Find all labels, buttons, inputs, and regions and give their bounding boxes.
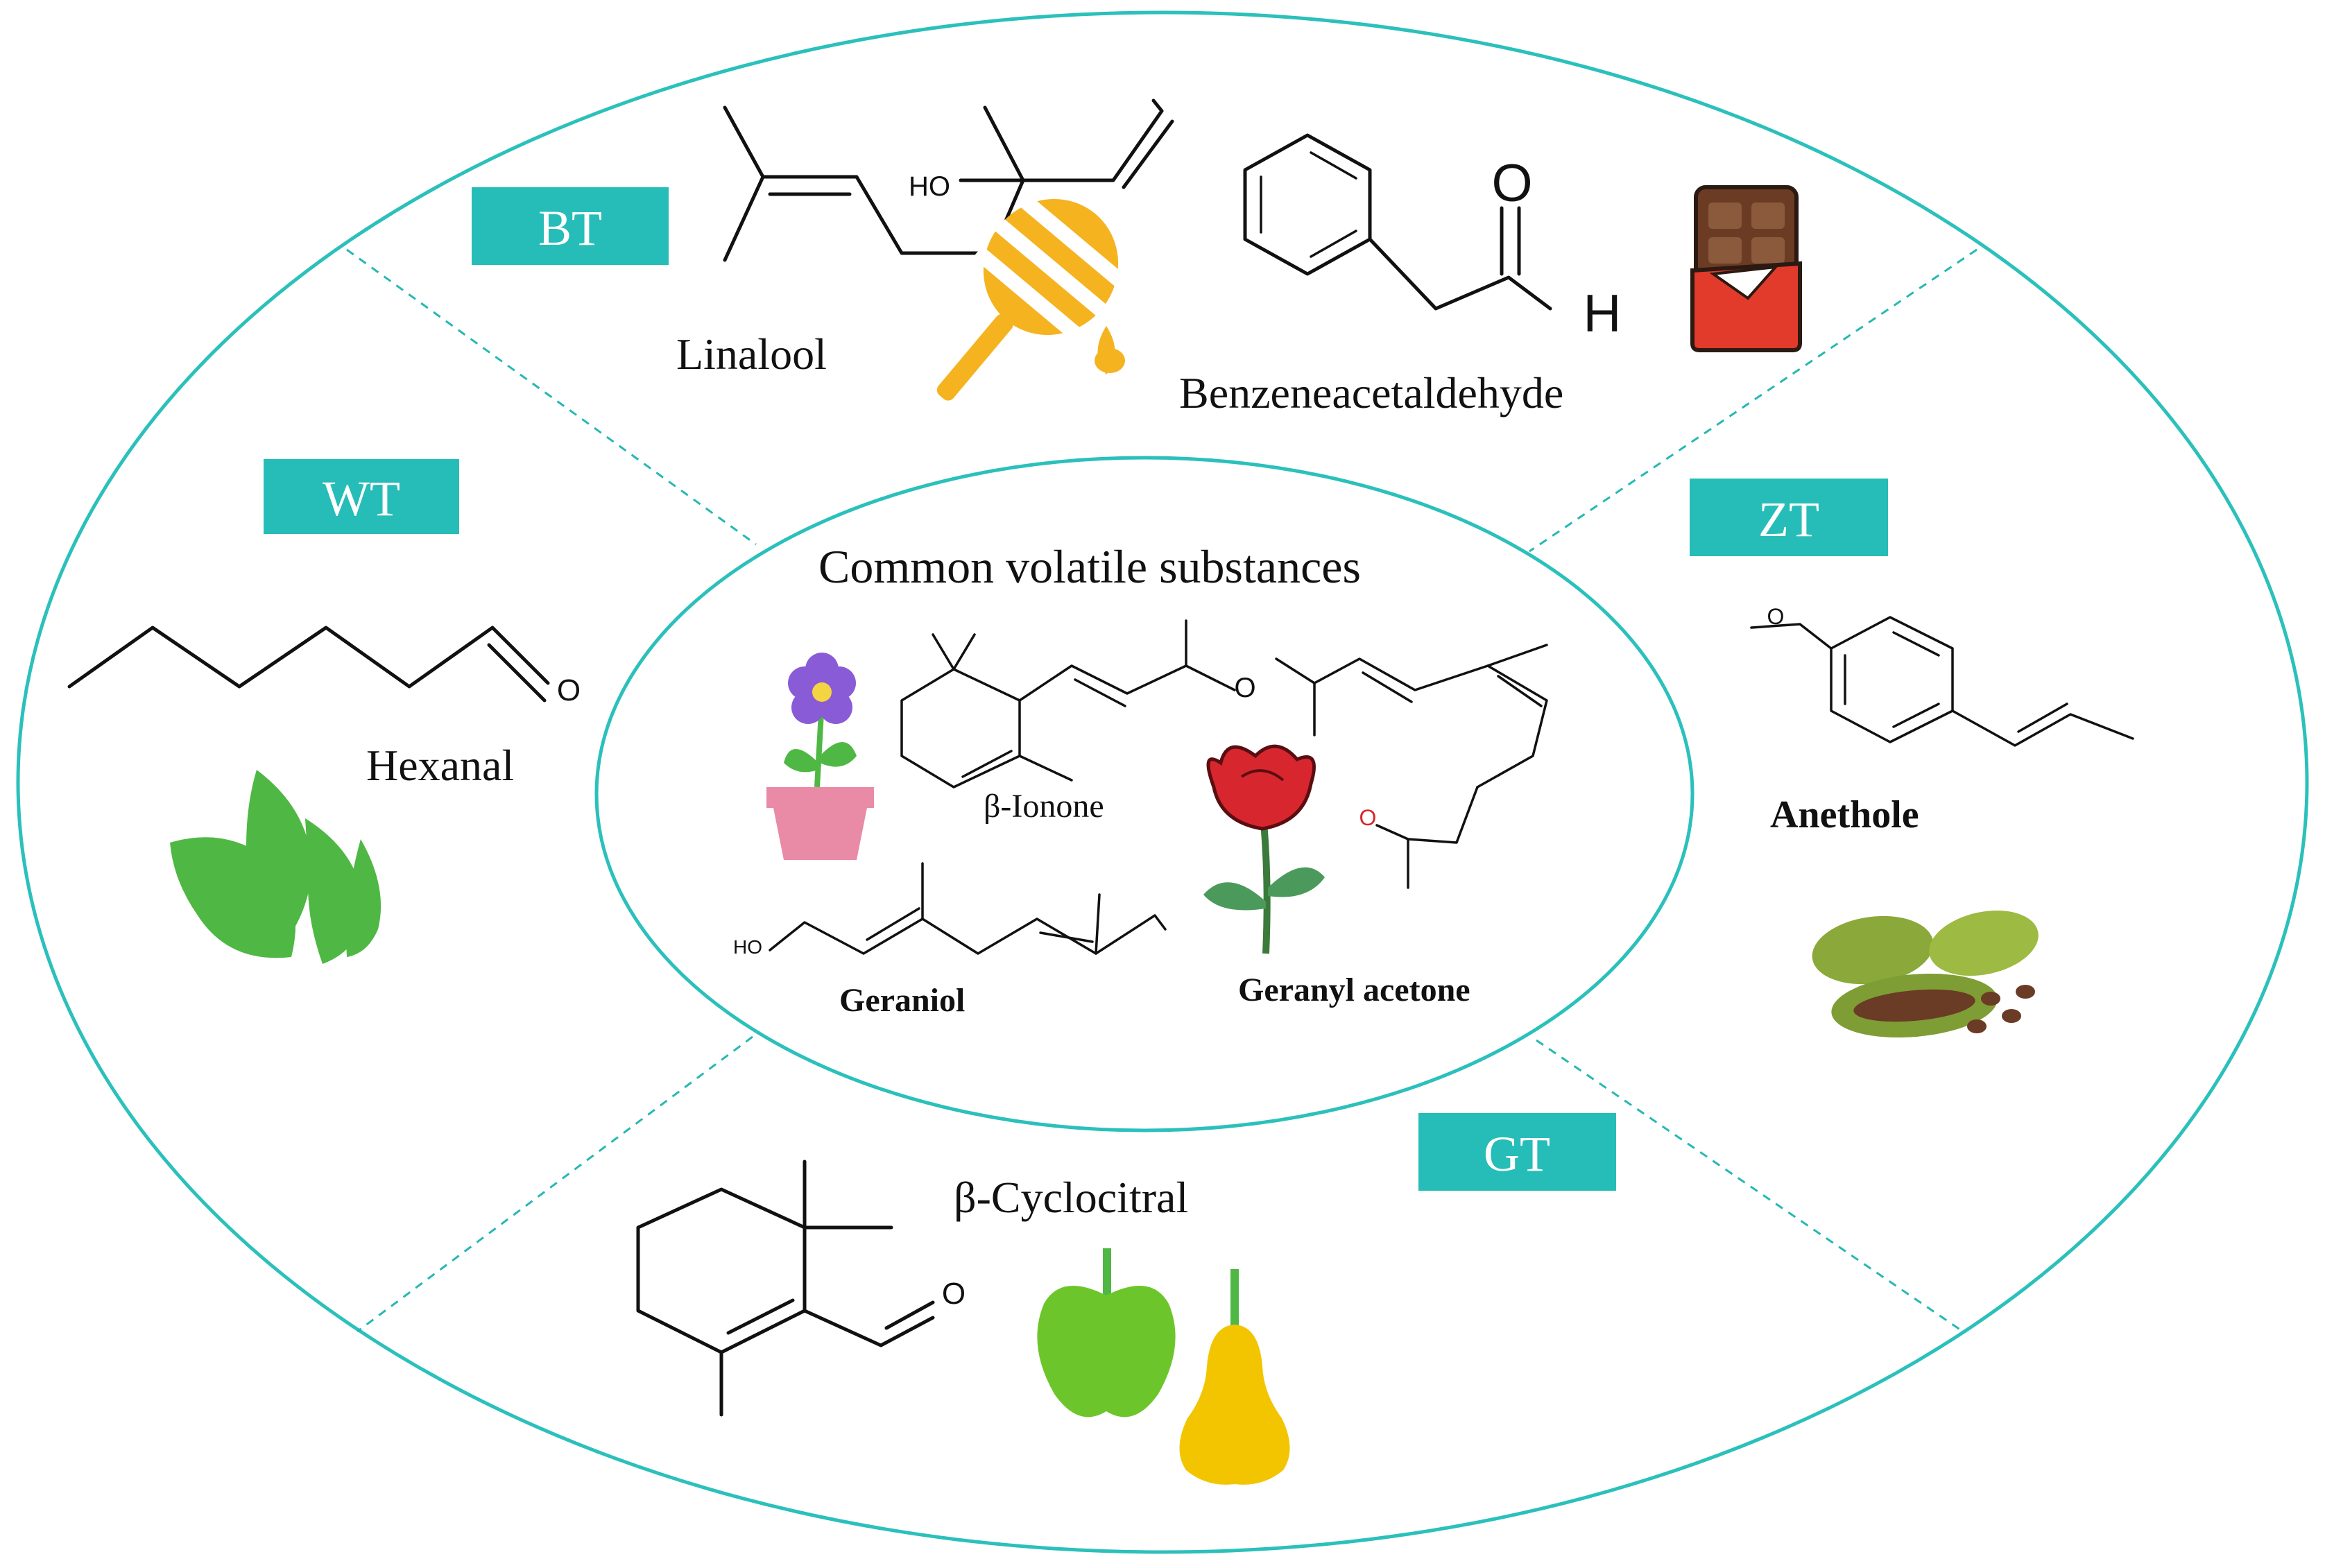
bt-tag: BT	[472, 187, 669, 265]
anethole-label: Anethole	[1770, 793, 1919, 836]
chocolate-bar-icon	[1690, 185, 1802, 352]
benzeneacetaldehyde-structure: O H	[1243, 133, 1622, 343]
linalool-label: Linalool	[676, 329, 827, 379]
red-rose-icon	[1203, 744, 1325, 954]
wt-tag: WT	[264, 459, 459, 534]
geranyl-acetone-label: Geranyl acetone	[1238, 972, 1470, 1008]
inner-ellipse	[594, 456, 1695, 1132]
anethole-oxygen-label: O	[1767, 604, 1785, 629]
green-leaves-icon	[170, 770, 381, 964]
gt-tag: GT	[1418, 1113, 1616, 1191]
sector-dividers	[346, 248, 1977, 1333]
violet-flower-pot-icon	[766, 653, 874, 860]
geraniol-label: Geraniol	[839, 982, 965, 1019]
hexanal-label: Hexanal	[366, 741, 514, 790]
aldehyde-oxygen-label: O	[1491, 154, 1532, 213]
beta-cyclocitral-label: β-Cyclocitral	[954, 1173, 1188, 1222]
zt-tag-label: ZT	[1758, 492, 1819, 547]
cyclocitral-oxygen-label: O	[942, 1277, 966, 1311]
apple-icon	[1037, 1248, 1176, 1418]
beta-ionone-structure: O	[900, 619, 1256, 789]
geranyl-acetone-structure: O	[1275, 644, 1548, 889]
geranyl-acetone-oxygen-label: O	[1359, 805, 1377, 830]
aldehyde-hydrogen-label: H	[1584, 284, 1622, 343]
geraniol-structure: HO	[733, 862, 1167, 958]
outer-ellipse	[16, 10, 2309, 1554]
benzeneacetaldehyde-label: Benzeneacetaldehyde	[1179, 368, 1563, 417]
honey-dipper-icon	[936, 192, 1129, 401]
ionone-oxygen-label: O	[1234, 673, 1255, 703]
cardamom-pods-icon	[1812, 910, 2039, 1038]
center-title: Common volatile substances	[818, 540, 1361, 593]
bt-tag-label: BT	[538, 200, 602, 256]
wt-tag-label: WT	[323, 471, 400, 526]
gt-tag-label: GT	[1484, 1126, 1550, 1182]
linalool-hydroxyl-label: HO	[909, 171, 950, 202]
beta-cyclocitral-structure: O	[636, 1160, 966, 1417]
anethole-structure: O	[1750, 604, 2134, 747]
hexanal-oxygen-label: O	[557, 673, 581, 707]
beta-ionone-label: β-Ionone	[984, 788, 1104, 825]
zt-tag: ZT	[1690, 479, 1888, 556]
pear-icon	[1179, 1269, 1290, 1485]
hexanal-structure: O	[67, 626, 581, 707]
geraniol-hydroxyl-label: HO	[733, 936, 762, 958]
